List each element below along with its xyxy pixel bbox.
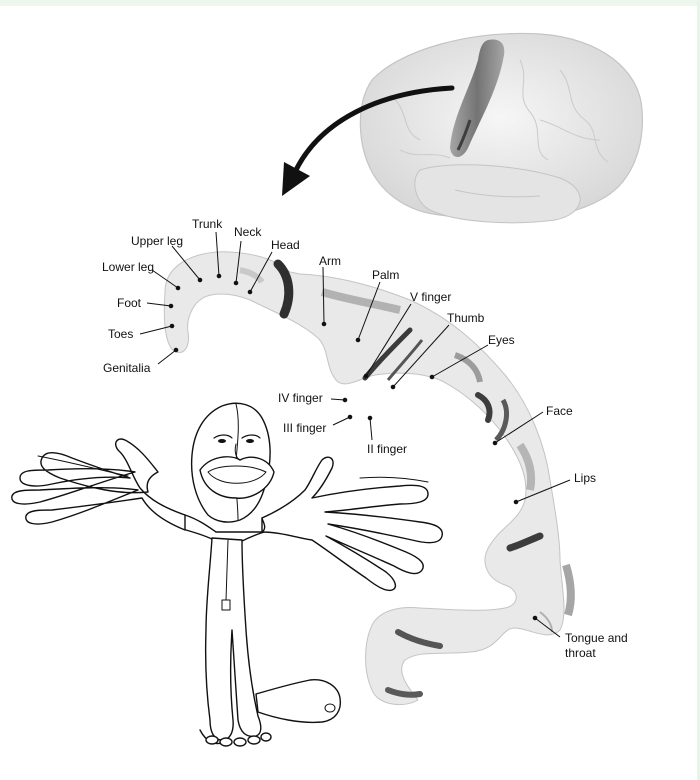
leader-lines xyxy=(139,231,571,638)
cortex-cross-section xyxy=(163,251,575,706)
label-ii-finger: II finger xyxy=(367,442,408,456)
label-arm: Arm xyxy=(319,254,341,268)
label-iv-finger: IV finger xyxy=(278,391,323,405)
right-edge xyxy=(697,0,700,780)
label-tongue-and: Tongue and xyxy=(565,631,628,645)
left-hand xyxy=(11,438,186,531)
label-eyes: Eyes xyxy=(488,333,515,347)
label-iii-finger: III finger xyxy=(283,421,327,435)
label-toes: Toes xyxy=(108,327,134,341)
label-lips: Lips xyxy=(574,471,597,485)
label-throat: throat xyxy=(565,646,596,660)
label-palm: Palm xyxy=(372,268,400,282)
top-band xyxy=(0,0,700,6)
label-foot: Foot xyxy=(117,296,142,310)
label-upper-leg: Upper leg xyxy=(131,234,184,248)
legs xyxy=(204,537,262,741)
label-genitalia: Genitalia xyxy=(103,361,151,375)
arrow-from-brain xyxy=(282,85,455,196)
brain-illustration xyxy=(359,32,643,224)
label-lower-leg: Lower leg xyxy=(102,260,155,274)
label-v-finger: V finger xyxy=(410,290,452,304)
homunculus-figure xyxy=(11,402,443,747)
label-face: Face xyxy=(546,404,573,418)
big-foot xyxy=(255,679,342,724)
label-trunk: Trunk xyxy=(192,217,223,231)
label-head: Head xyxy=(271,238,300,252)
label-thumb: Thumb xyxy=(447,311,485,325)
right-hand xyxy=(261,456,443,592)
label-neck: Neck xyxy=(234,225,262,239)
